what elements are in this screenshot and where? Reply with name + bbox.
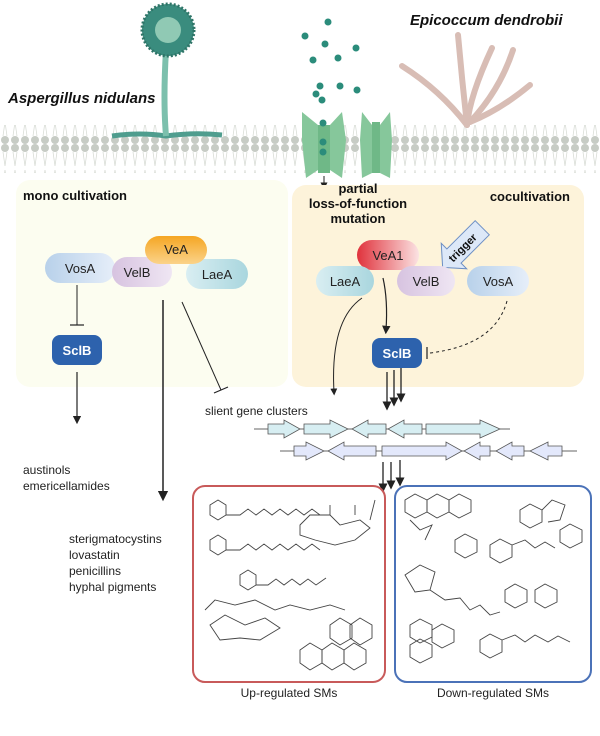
down-regulated-sms-box: [394, 485, 592, 683]
product-emericellamides: emericellamides: [23, 479, 110, 493]
epicoccum-illustration: [399, 32, 533, 128]
silent-gene-clusters-label: slient gene clusters: [205, 404, 308, 418]
protein-vea: VeA: [145, 236, 207, 264]
aspergillus-illustration: [111, 2, 223, 139]
product-hyphal-pigments: hyphal pigments: [69, 580, 156, 594]
svg-text:SclB: SclB: [63, 343, 92, 358]
mono-cultivation-title: mono cultivation: [23, 188, 127, 203]
svg-text:VelB: VelB: [124, 265, 151, 280]
gene-cluster-row-2: [280, 441, 577, 461]
svg-text:VelB: VelB: [413, 274, 440, 289]
svg-text:LaeA: LaeA: [202, 267, 233, 282]
protein-sclb-co: SclB: [372, 338, 422, 368]
protein-vosa: VosA: [45, 253, 115, 283]
organism-label-aspergillus: Aspergillus nidulans: [7, 90, 156, 107]
mutation-label-line2: loss-of-function: [309, 196, 407, 211]
svg-text:VosA: VosA: [483, 274, 514, 289]
protein-sclb-mono: SclB: [52, 335, 102, 365]
mutation-label-line3: mutation: [331, 211, 386, 226]
product-sterigmatocystins: sterigmatocystins: [69, 532, 162, 546]
up-regulated-sms-box: [192, 485, 386, 683]
protein-velb-co: VelB: [397, 266, 455, 296]
transporter-channel-closed: [360, 112, 392, 178]
protein-velb: VelB: [112, 257, 172, 287]
trigger-arrow: trigger: [440, 219, 491, 270]
down-regulated-structures: [404, 493, 583, 664]
svg-text:LaeA: LaeA: [330, 274, 361, 289]
protein-vosa-co: VosA: [467, 266, 529, 296]
product-lovastatin: lovastatin: [69, 548, 120, 562]
protein-laea-co: LaeA: [316, 266, 374, 296]
svg-text:VosA: VosA: [65, 261, 96, 276]
svg-text:VeA1: VeA1: [372, 248, 403, 263]
product-austinols: austinols: [23, 463, 70, 477]
cell-membrane: [0, 125, 600, 173]
organism-label-epicoccum: Epicoccum dendrobii: [410, 12, 563, 29]
up-regulated-structures: [204, 499, 376, 671]
metabolite-dots: [301, 18, 361, 104]
protein-vea1: VeA1: [357, 240, 419, 270]
down-regulated-label: Down-regulated SMs: [437, 686, 549, 700]
mutation-label-line1: partial: [338, 181, 377, 196]
gene-cluster-row-1: [254, 419, 510, 439]
transporter-channel-open: [302, 112, 346, 178]
up-regulated-label: Up-regulated SMs: [241, 686, 338, 700]
svg-text:SclB: SclB: [383, 346, 412, 361]
svg-text:VeA: VeA: [164, 242, 188, 257]
product-penicillins: penicillins: [69, 564, 121, 578]
cocultivation-title: cocultivation: [490, 189, 570, 204]
protein-laea: LaeA: [186, 259, 248, 289]
